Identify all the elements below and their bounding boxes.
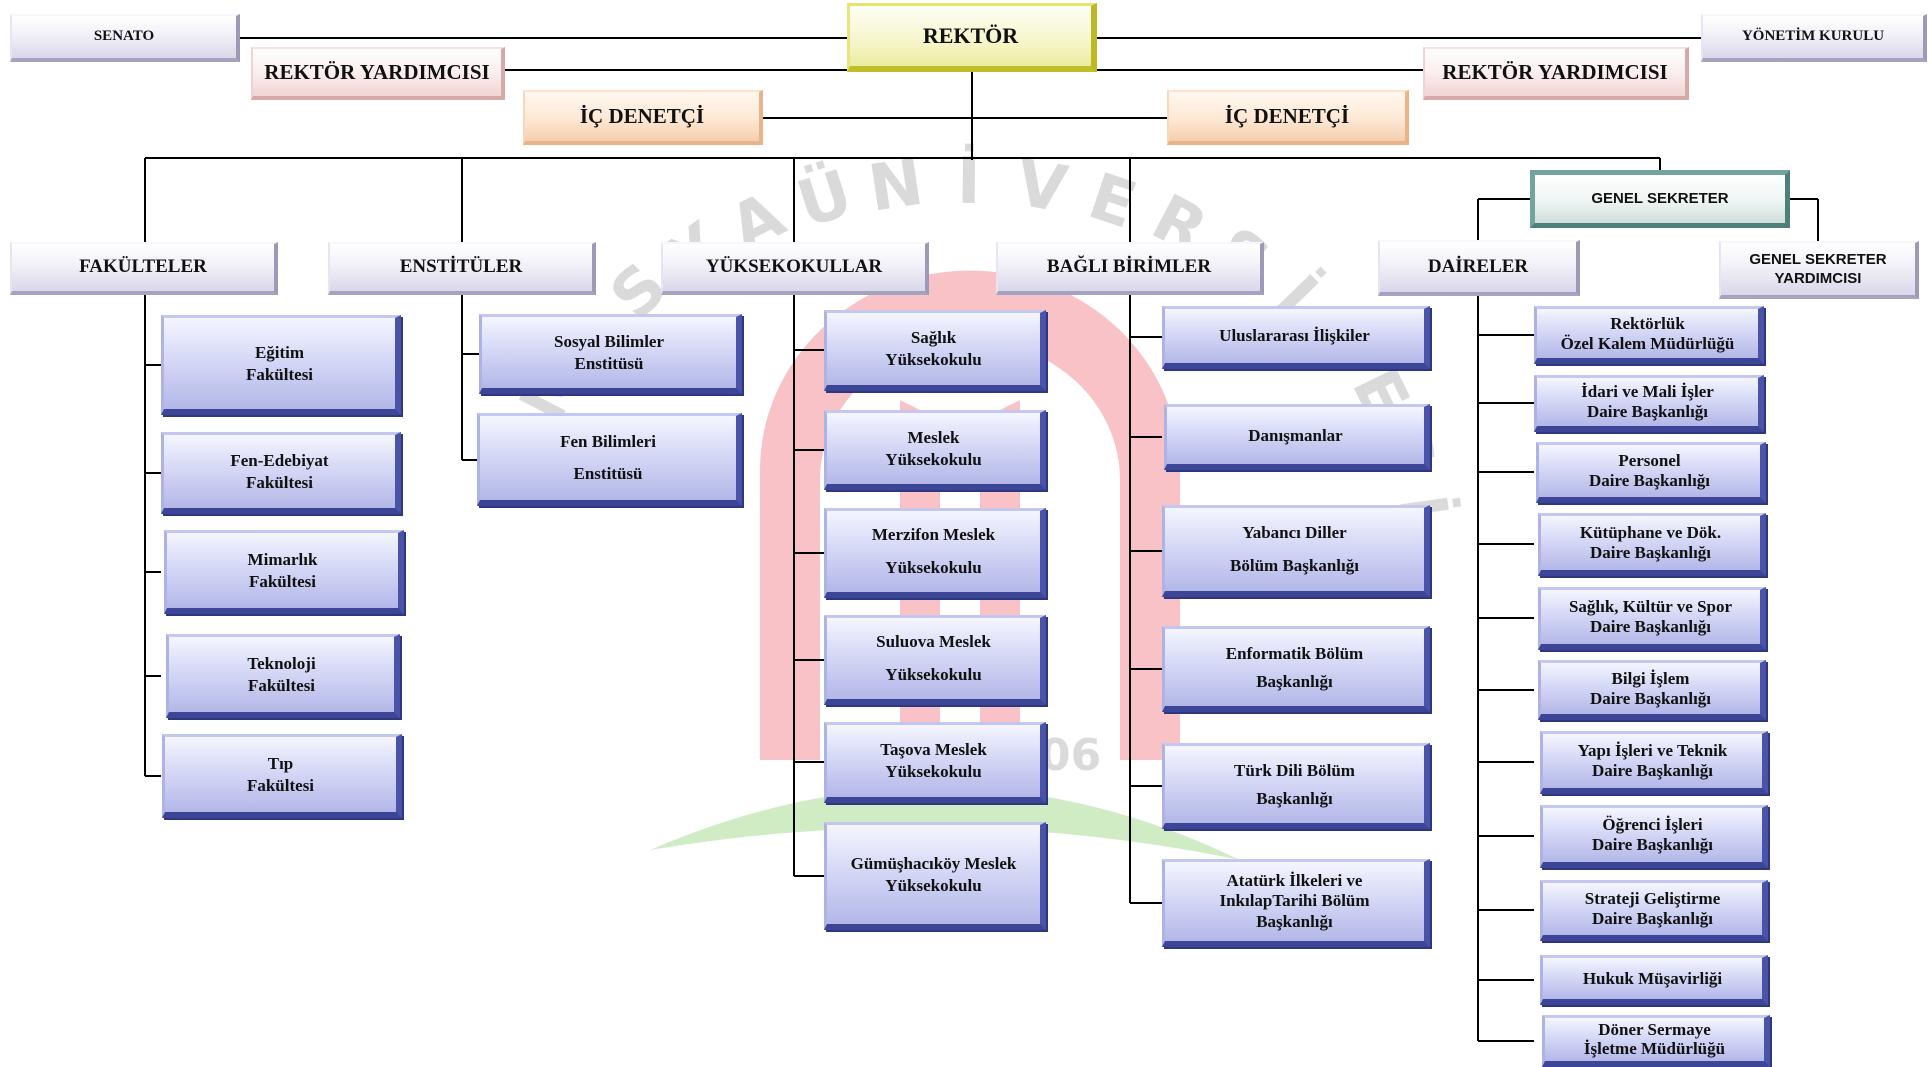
department-box: Döner Sermaye İşletme Müdürlüğü: [1542, 1015, 1770, 1067]
rector-box: REKTÖR: [847, 3, 1097, 72]
internal-auditor-left-box: İÇ DENETÇİ: [523, 90, 763, 145]
faculty-box: Mimarlık Fakültesi: [164, 530, 404, 614]
faculty-box: Fen-Edebiyat Fakültesi: [161, 432, 401, 514]
header-faculties: FAKÜLTELER: [10, 242, 278, 295]
faculty-box: Teknoloji Fakültesi: [166, 634, 400, 718]
department-box: Yapı İşleri ve Teknik Daire Başkanlığı: [1540, 731, 1768, 794]
department-box: Rektörlük Özel Kalem Müdürlüğü: [1534, 306, 1764, 364]
senate-box: SENATO: [10, 14, 240, 62]
header-affiliated-units: BAĞLI BİRİMLER: [996, 242, 1264, 295]
general-secretary-box: GENEL SEKRETER: [1530, 170, 1790, 228]
school-box: Sağlık Yüksekokulu: [824, 310, 1046, 391]
faculty-box: Tıp Fakültesi: [162, 734, 402, 818]
institute-box: Fen Bilimleri Enstitüsü: [477, 413, 742, 506]
school-box: Gümüşhacıköy Meslek Yüksekokulu: [824, 822, 1046, 930]
department-box: Kütüphane ve Dök. Daire Başkanlığı: [1538, 513, 1766, 576]
board-box: YÖNETİM KURULU: [1701, 14, 1927, 62]
department-box: Bilgi İşlem Daire Başkanlığı: [1538, 660, 1766, 720]
school-box: Meslek Yüksekokulu: [824, 410, 1046, 490]
department-box: Öğrenci İşleri Daire Başkanlığı: [1540, 805, 1768, 868]
department-box: Hukuk Müşavirliği: [1540, 955, 1768, 1005]
department-box: Personel Daire Başkanlığı: [1536, 442, 1766, 503]
department-box: İdari ve Mali İşler Daire Başkanlığı: [1534, 375, 1764, 432]
logo-letter: İ: [957, 143, 981, 219]
vice-rector-left-box: REKTÖR YARDIMCISI: [251, 47, 505, 100]
affiliated-unit-box: Uluslararası İlişkiler: [1162, 306, 1430, 369]
department-box: Sağlık, Kültür ve Spor Daire Başkanlığı: [1538, 587, 1766, 650]
header-schools: YÜKSEKOKULLAR: [661, 242, 929, 295]
affiliated-unit-box: Yabancı Diller Bölüm Başkanlığı: [1162, 505, 1430, 597]
faculty-box: Eğitim Fakültesi: [161, 315, 401, 415]
vice-rector-right-box: REKTÖR YARDIMCISI: [1423, 47, 1689, 100]
department-box: Strateji Geliştirme Daire Başkanlığı: [1540, 880, 1768, 941]
affiliated-unit-box: Atatürk İlkeleri ve InkılapTarihi Bölüm …: [1162, 859, 1430, 947]
affiliated-unit-box: Türk Dili Bölüm Başkanlığı: [1162, 743, 1430, 829]
school-box: Taşova Meslek Yüksekokulu: [824, 722, 1046, 803]
header-departments: DAİRELER: [1378, 240, 1580, 296]
institute-box: Sosyal Bilimler Enstitüsü: [479, 314, 742, 394]
header-institutes: ENSTİTÜLER: [328, 242, 596, 295]
affiliated-unit-box: Enformatik Bölüm Başkanlığı: [1162, 626, 1430, 712]
logo-letter: N: [864, 146, 928, 227]
internal-auditor-right-box: İÇ DENETÇİ: [1167, 90, 1409, 145]
general-secretary-deputy-box: GENEL SEKRETER YARDIMCISI: [1719, 241, 1919, 299]
affiliated-unit-box: Danışmanlar: [1164, 404, 1430, 470]
logo-arch: [760, 270, 1180, 760]
school-box: Suluova Meslek Yüksekokulu: [824, 615, 1046, 705]
school-box: Merzifon Meslek Yüksekokulu: [824, 508, 1046, 598]
